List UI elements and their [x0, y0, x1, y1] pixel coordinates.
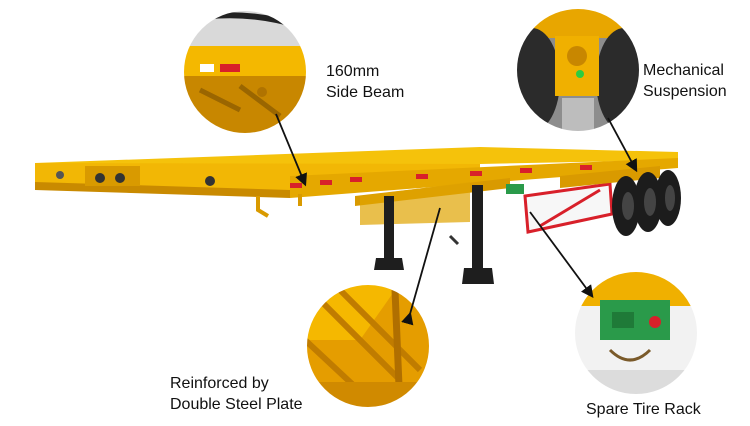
detail-suspension-circle: [516, 8, 640, 132]
steel-plate-line2: Double Steel Plate: [170, 396, 303, 413]
pointer-arrows: [275, 113, 638, 326]
suspension-callout: Mechanical Suspension: [643, 60, 727, 102]
side-beam-line2: Side Beam: [326, 84, 405, 101]
detail-side-beam-circle: [183, 10, 307, 134]
suspension-line1: Mechanical: [643, 62, 724, 79]
suspension-line2: Suspension: [643, 83, 727, 100]
side-beam-line1: 160mm: [326, 63, 380, 80]
detail-tire-rack-circle: [574, 271, 698, 395]
tire-rack-callout: Spare Tire Rack: [586, 399, 701, 420]
trailer-body: [35, 147, 681, 284]
side-beam-callout: 160mm Side Beam: [326, 61, 404, 103]
steel-plate-callout: Reinforced by Double Steel Plate: [170, 373, 303, 415]
tires: [612, 170, 681, 236]
steel-plate-line1: Reinforced by: [170, 375, 269, 392]
tire-rack-line1: Spare Tire Rack: [586, 401, 701, 418]
